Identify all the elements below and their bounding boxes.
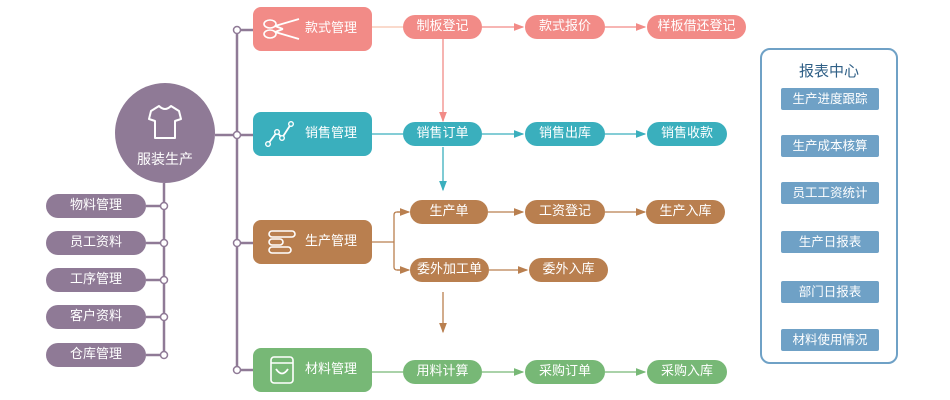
module-label: 材料管理 [305,362,358,377]
tshirt-icon [148,105,182,139]
side-module-warehouse[interactable]: 仓库管理 [46,343,146,367]
module-sales-management[interactable]: 销售管理 [253,112,372,156]
report-employee-wages[interactable]: 员工工资统计 [781,182,879,204]
step-sales-outbound[interactable]: 销售出库 [525,122,605,146]
module-material-management[interactable]: 材料管理 [253,348,372,392]
report-production-progress[interactable]: 生产进度跟踪 [781,88,879,110]
hub-node[interactable]: 服装生产 [115,83,215,183]
report-center-title: 报表中心 [798,62,859,80]
bag-icon [270,356,294,384]
hub-label: 服装生产 [137,152,193,168]
step-outsourcing-order[interactable]: 委外加工单 [410,258,489,282]
step-style-quotation[interactable]: 款式报价 [525,15,605,39]
scissors-icon [263,18,300,40]
module-label: 款式管理 [305,21,358,36]
module-production-management[interactable]: 生产管理 [253,220,372,264]
step-sales-collection[interactable]: 销售收款 [647,122,727,146]
module-label: 生产管理 [305,234,358,249]
step-production-inbound[interactable]: 生产入库 [646,200,725,224]
step-material-calculation[interactable]: 用料计算 [403,360,482,384]
list-icon [268,230,296,254]
line-chart-icon [264,121,295,148]
module-style-management[interactable]: 款式管理 [253,7,372,51]
step-pattern-registration[interactable]: 制板登记 [403,15,482,39]
step-sales-order[interactable]: 销售订单 [403,122,482,146]
step-wage-registration[interactable]: 工资登记 [525,200,605,224]
side-module-employees[interactable]: 员工资料 [46,231,146,255]
report-center-panel: 报表中心 生产进度跟踪 生产成本核算 员工工资统计 生产日报表 部门日报表 材料… [760,48,898,364]
side-module-customers[interactable]: 客户资料 [46,305,146,329]
step-outsourcing-inbound[interactable]: 委外入库 [529,258,608,282]
side-module-processes[interactable]: 工序管理 [46,268,146,292]
report-production-cost[interactable]: 生产成本核算 [781,135,879,157]
step-production-order[interactable]: 生产单 [410,200,488,224]
side-module-materials[interactable]: 物料管理 [46,194,146,218]
report-department-daily[interactable]: 部门日报表 [781,281,879,303]
module-label: 销售管理 [305,126,358,141]
report-production-daily[interactable]: 生产日报表 [781,231,879,253]
step-purchase-inbound[interactable]: 采购入库 [647,360,727,384]
step-sample-loan-registration[interactable]: 样板借还登记 [647,15,746,39]
report-material-usage[interactable]: 材料使用情况 [781,329,879,351]
step-purchase-order[interactable]: 采购订单 [525,360,605,384]
trunk-nodes [159,25,242,375]
